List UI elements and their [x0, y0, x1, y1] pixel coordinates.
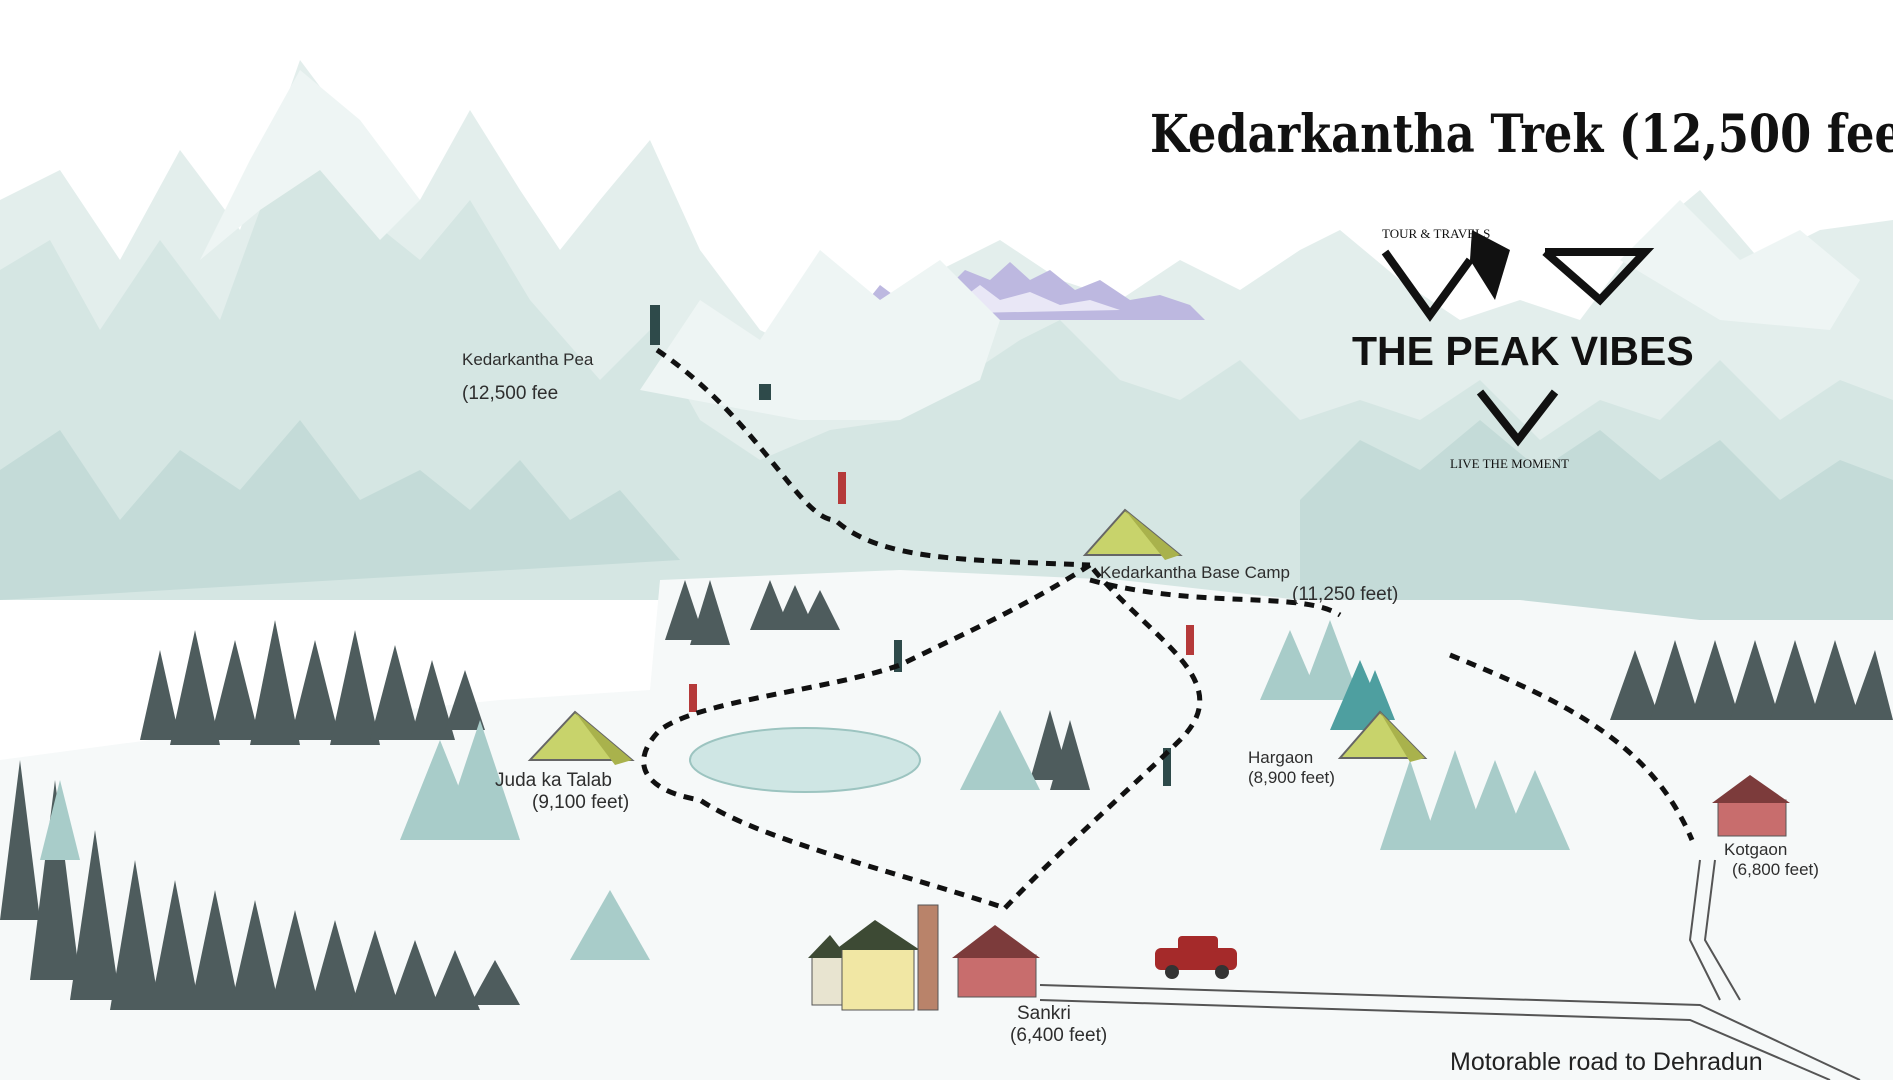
- dark-pine-forest: [0, 580, 1893, 1010]
- brand-name: THE PEAK VIBES: [1352, 328, 1694, 374]
- hargaon-trees: [1330, 660, 1395, 730]
- red-car: [1155, 936, 1237, 979]
- trekkers: [650, 305, 1194, 786]
- base-camp-altitude-label: (11,250 feet): [1292, 584, 1399, 605]
- sankri-name-label: Sankri: [1017, 1003, 1071, 1024]
- peak-altitude-label: (12,500 fee: [462, 383, 559, 404]
- kotgaon-altitude-label: (6,800 feet): [1732, 860, 1819, 879]
- motorable-road: [1039, 859, 1861, 1080]
- hargaon-altitude-label: (8,900 feet): [1248, 768, 1335, 787]
- juda-ka-talab-name-label: Juda ka Talab: [495, 770, 612, 791]
- brand-tagline-top: TOUR & TRAVELS: [1382, 226, 1491, 241]
- peak-name-label: Kedarkantha Pea: [462, 350, 594, 369]
- brand-logo: [1381, 230, 1655, 447]
- hargaon-name-label: Hargaon: [1248, 748, 1314, 767]
- juda-ka-talab-lake: [689, 727, 921, 793]
- road-label: Motorable road to Dehradun: [1450, 1048, 1763, 1076]
- light-pine-forest: [40, 620, 1570, 960]
- brand-tagline-bottom: LIVE THE MOMENT: [1450, 456, 1569, 471]
- trek-trail: [641, 347, 1695, 911]
- snow-ridges: [200, 70, 1860, 420]
- base-camp-name-label: Kedarkantha Base Camp: [1100, 563, 1290, 582]
- base-camp-tent: [1082, 508, 1183, 560]
- juda-ka-talab-altitude-label: (9,100 feet): [532, 792, 630, 813]
- hargaon-tent: [1337, 710, 1428, 762]
- kotgaon-house: [1712, 775, 1790, 837]
- sankri-altitude-label: (6,400 feet): [1010, 1025, 1108, 1046]
- sankri-houses: [808, 904, 1040, 1011]
- kotgaon-name-label: Kotgaon: [1724, 840, 1788, 859]
- juda-ka-talab-tent: [527, 710, 635, 765]
- map-title: Kedarkantha Trek (12,500 feet): [1150, 104, 1893, 165]
